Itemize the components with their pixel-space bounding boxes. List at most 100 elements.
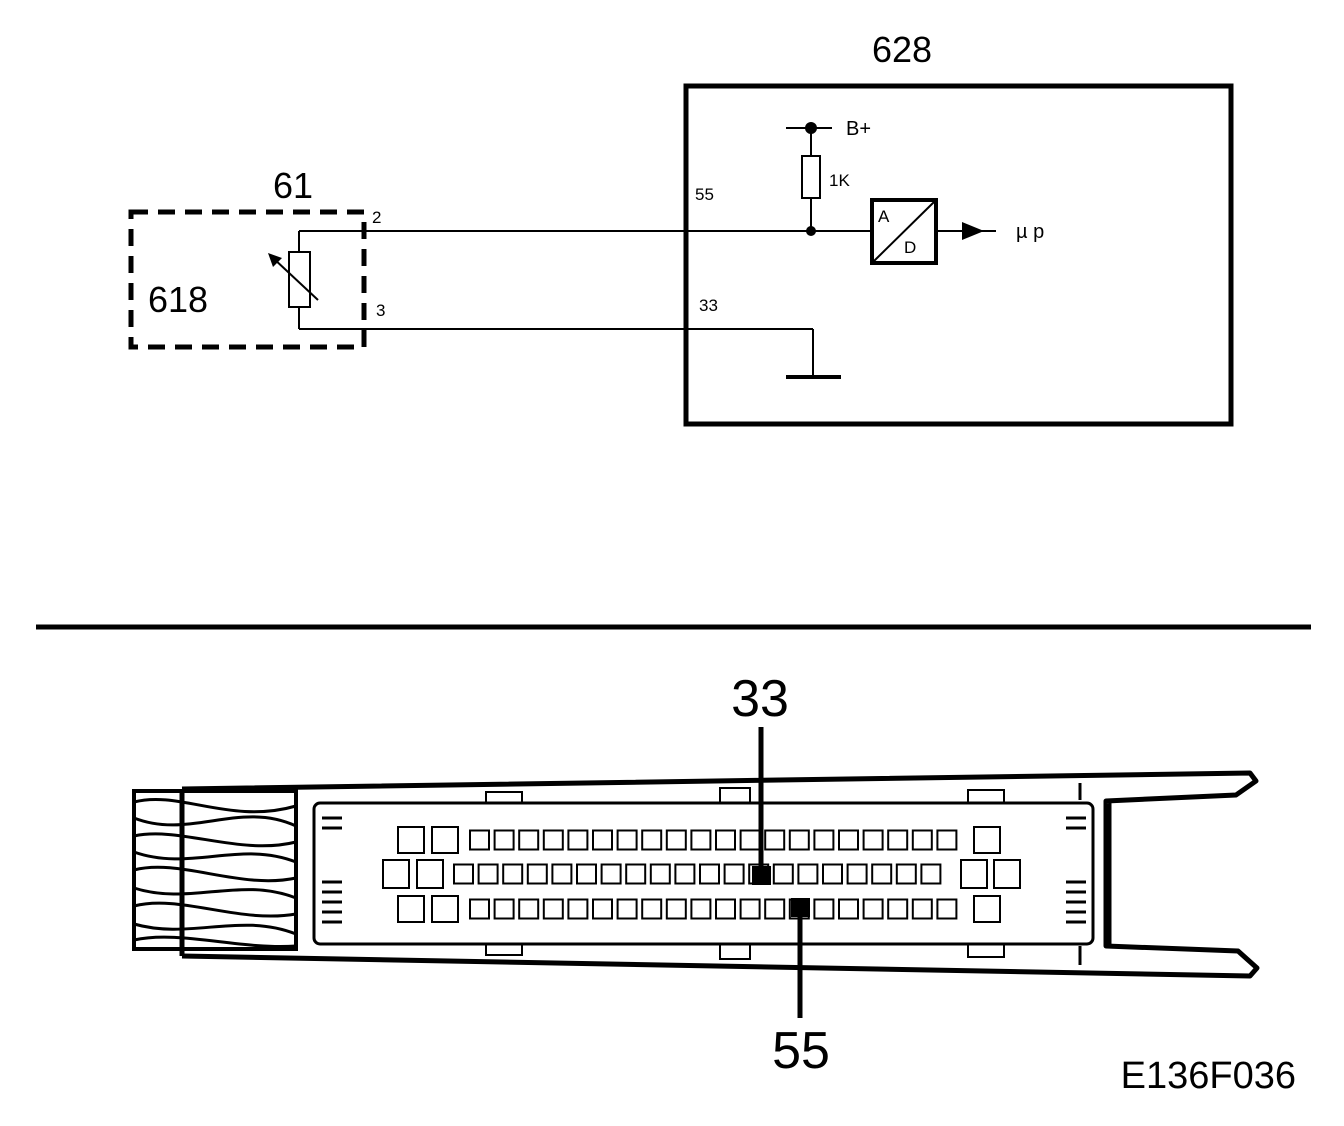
small-pin-cavity <box>764 829 786 851</box>
output-label: µ p <box>1016 221 1044 243</box>
small-pin-cavity <box>616 829 638 851</box>
small-pin-cavity <box>518 829 540 851</box>
small-pin-cavity <box>895 863 917 885</box>
small-pin-cavity <box>469 829 490 851</box>
ecu-label: 628 <box>872 29 932 70</box>
ecu-pin-signal-label: 55 <box>695 185 714 204</box>
connector-face <box>312 801 1095 946</box>
small-pin-cavity <box>641 898 663 920</box>
variable-arrow-icon <box>271 256 319 301</box>
large-pin-cavity <box>973 826 1001 854</box>
small-pin-cavity <box>649 863 671 885</box>
small-pin-cavity <box>813 829 835 851</box>
small-pin-cavity <box>887 898 909 920</box>
large-pin-cavity <box>416 859 444 889</box>
ecu-628: 628 55 33 B+ 1K A D µ p <box>683 29 1234 427</box>
small-pin-cavity <box>526 863 548 885</box>
latch-tab <box>967 789 1005 804</box>
small-pin-cavity <box>797 863 819 885</box>
small-pin-cavity <box>542 898 564 920</box>
small-pin-cavity <box>699 863 720 885</box>
small-pin-cavity <box>723 863 745 885</box>
small-pin-cavity <box>936 898 958 920</box>
small-pin-cavity <box>871 863 893 885</box>
rib-lines <box>322 816 342 924</box>
latch-tab <box>719 787 751 804</box>
connector-housing <box>181 770 1260 979</box>
callout-label-55: 55 <box>772 1022 830 1080</box>
small-pin-cavity <box>862 829 884 851</box>
output-arrow-icon <box>962 222 984 240</box>
small-pin-cavity <box>838 898 859 920</box>
rib-lines <box>1066 816 1086 924</box>
small-pin-cavity <box>493 898 515 920</box>
highlighted-pin-33 <box>752 866 771 885</box>
small-pin-cavity <box>838 829 859 851</box>
latch-tab <box>485 791 523 804</box>
latch-tab <box>967 943 1005 958</box>
resistor-label: 1K <box>829 171 850 190</box>
small-pin-cavity <box>813 898 835 920</box>
small-pin-cavity <box>715 829 736 851</box>
adc-label-a: A <box>878 207 890 226</box>
small-pin-cavity <box>567 898 589 920</box>
small-pin-cavity <box>477 863 499 885</box>
connector-label: 61 <box>273 165 313 206</box>
small-pin-cavity <box>846 863 868 885</box>
right-ribs <box>1066 816 1086 924</box>
large-pin-cavity <box>960 859 988 889</box>
small-pin-cavity <box>551 863 573 885</box>
large-pin-cavity <box>397 826 425 854</box>
small-pin-cavity <box>453 863 474 885</box>
large-pin-cavity <box>382 859 410 889</box>
cable-bundle <box>132 789 298 951</box>
small-pin-cavity <box>936 829 958 851</box>
small-pin-cavity <box>788 829 810 851</box>
pin-cavities <box>382 826 1021 923</box>
small-pin-cavity <box>690 898 712 920</box>
large-pin-cavity <box>397 895 425 923</box>
small-pin-cavity <box>641 829 663 851</box>
large-pin-cavity <box>431 826 459 854</box>
small-pin-cavity <box>600 863 622 885</box>
latch-tabs <box>485 787 1005 960</box>
sensor-pin-signal-label: 2 <box>372 208 381 227</box>
large-pin-cavity <box>973 895 1001 923</box>
small-pin-cavity <box>518 898 540 920</box>
pullup-resistor <box>801 155 821 199</box>
small-pin-cavity <box>911 898 933 920</box>
large-pin-cavity <box>431 895 459 923</box>
small-pin-cavity <box>739 898 761 920</box>
small-pin-cavity <box>772 863 794 885</box>
variable-arrowhead-icon <box>268 253 282 267</box>
adc-label-d: D <box>904 238 916 257</box>
small-pin-cavity <box>920 863 942 885</box>
small-pin-cavity <box>887 829 909 851</box>
sensor-pin-ground-label: 3 <box>376 301 385 320</box>
left-ribs <box>322 816 342 924</box>
small-pin-cavity <box>502 863 524 885</box>
small-pin-cavity <box>911 829 933 851</box>
small-pin-cavity <box>674 863 696 885</box>
small-pin-cavity <box>822 863 843 885</box>
callout-label-33: 33 <box>731 670 789 728</box>
ecu-box <box>683 83 1234 427</box>
sensor-dashed-box <box>128 209 367 350</box>
small-pin-cavity <box>616 898 638 920</box>
ecu-pin-ground-label: 33 <box>699 296 718 315</box>
small-pin-cavity <box>469 898 490 920</box>
small-pin-cavity <box>592 898 613 920</box>
small-pin-cavity <box>567 829 589 851</box>
figure-code: E136F036 <box>1121 1055 1296 1097</box>
supply-label: B+ <box>846 118 871 140</box>
large-pin-cavity <box>993 859 1021 889</box>
component-label: 618 <box>148 279 208 320</box>
thermistor <box>288 251 311 308</box>
small-pin-cavity <box>493 829 515 851</box>
small-pin-cavity <box>542 829 564 851</box>
adc-diagonal <box>873 201 935 262</box>
latch-tab <box>485 943 523 956</box>
small-pin-cavity <box>862 898 884 920</box>
sensor-61: 61 618 2 3 <box>128 165 385 350</box>
